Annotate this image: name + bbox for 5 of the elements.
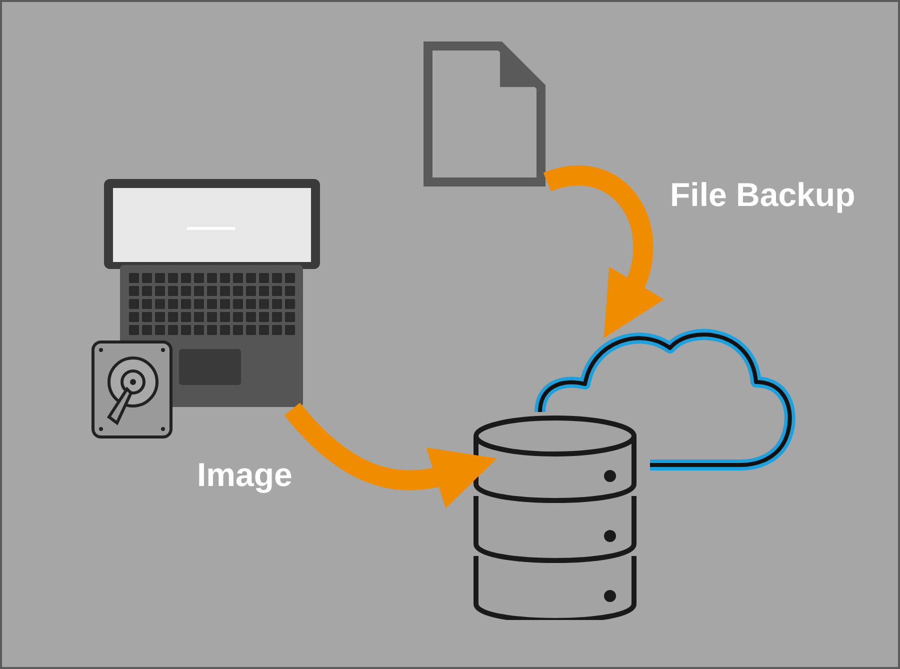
curved-arrow bbox=[284, 402, 498, 508]
curved-arrow bbox=[544, 166, 664, 340]
document-icon bbox=[422, 40, 547, 188]
edge-label: Image bbox=[197, 458, 292, 491]
edge-label: File Backup bbox=[670, 178, 856, 211]
